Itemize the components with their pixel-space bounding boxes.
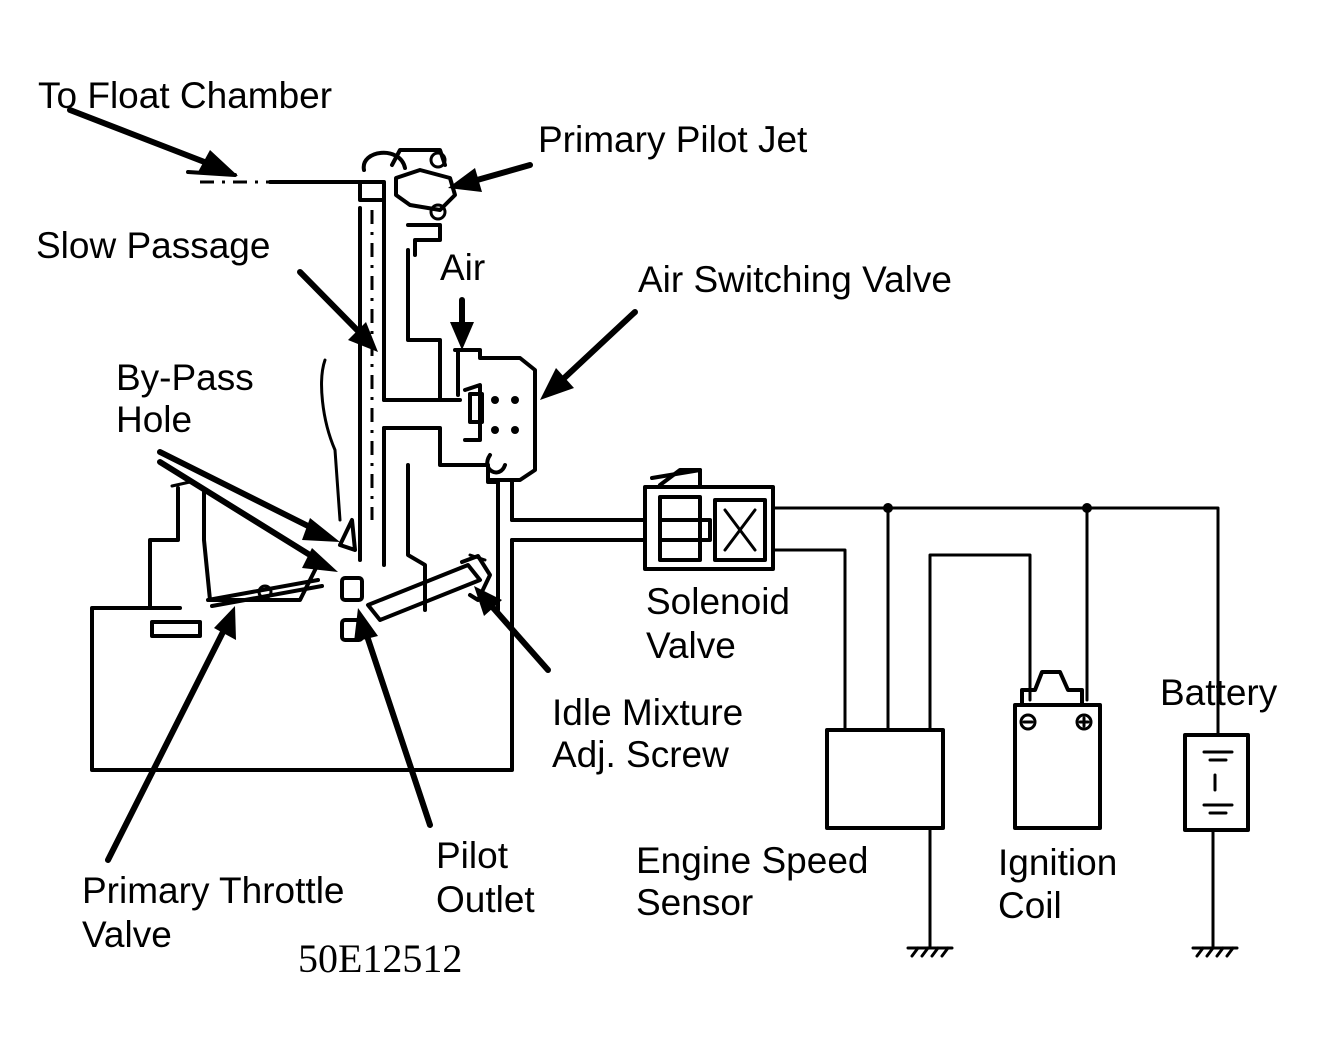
primary-pilot-jet — [358, 148, 457, 257]
label-air: Air — [440, 247, 485, 288]
arrow-bypass-hole-lower — [157, 459, 338, 572]
label-primary-throttle-valve-line1: Primary Throttle — [82, 870, 345, 911]
label-idle-mixture-screw: Idle Mixture Adj. Screw — [552, 692, 743, 775]
arrow-pilot-outlet — [354, 608, 433, 828]
label-air-switching-valve: Air Switching Valve — [638, 259, 952, 300]
arrow-to-float-chamber — [67, 107, 238, 176]
label-to-float-chamber-text: To Float Chamber — [38, 75, 332, 116]
label-solenoid-valve: Solenoid Valve — [646, 581, 790, 666]
solenoid-valve — [510, 468, 775, 571]
label-slow-passage: Slow Passage — [36, 225, 270, 266]
arrow-idle-mixture-screw — [474, 586, 551, 673]
label-pilot-outlet: Pilot Outlet — [436, 835, 535, 920]
figure-code: 50E12512 — [298, 936, 462, 981]
ignition-coil — [1013, 670, 1102, 830]
label-engine-speed-sensor-line2: Sensor — [636, 882, 753, 923]
label-primary-pilot-jet-text: Primary Pilot Jet — [538, 119, 808, 160]
label-battery-text: Battery — [1160, 672, 1278, 713]
arrow-air-switching-valve — [540, 309, 638, 400]
label-to-float-chamber: To Float Chamber — [38, 75, 332, 116]
label-engine-speed-sensor-line1: Engine Speed — [636, 840, 868, 881]
label-idle-mixture-line1: Idle Mixture — [552, 692, 743, 733]
label-engine-speed-sensor: Engine Speed Sensor — [636, 840, 868, 923]
label-bypass-hole-line2: Hole — [116, 399, 192, 440]
arrow-slow-passage — [297, 269, 378, 352]
label-primary-throttle-valve: Primary Throttle Valve — [82, 870, 345, 955]
label-air-text: Air — [440, 247, 485, 288]
label-bypass-hole-line1: By-Pass — [116, 357, 254, 398]
label-ignition-coil: Ignition Coil — [998, 842, 1117, 926]
ground-symbol-battery — [1191, 946, 1239, 958]
figure-code-text: 50E12512 — [298, 936, 462, 981]
engine-speed-sensor — [825, 728, 945, 830]
label-pilot-outlet-line1: Pilot — [436, 835, 509, 876]
arrow-bypass-hole-upper — [157, 449, 340, 542]
wiring — [771, 503, 1220, 950]
label-bypass-hole: By-Pass Hole — [116, 357, 254, 440]
arrow-primary-pilot-jet — [448, 162, 533, 192]
ground-symbol-sensor — [906, 946, 954, 958]
label-slow-passage-text: Slow Passage — [36, 225, 270, 266]
battery — [1183, 723, 1250, 832]
label-ignition-coil-line2: Coil — [998, 885, 1062, 926]
label-ignition-coil-line1: Ignition — [998, 842, 1117, 883]
arrow-primary-throttle-valve — [105, 606, 236, 863]
label-battery: Battery — [1160, 672, 1278, 713]
label-solenoid-valve-line2: Valve — [646, 625, 736, 666]
label-solenoid-valve-line1: Solenoid — [646, 581, 790, 622]
label-idle-mixture-line2: Adj. Screw — [552, 734, 729, 775]
label-primary-throttle-valve-line2: Valve — [82, 914, 172, 955]
label-primary-pilot-jet: Primary Pilot Jet — [538, 119, 808, 160]
arrow-air — [450, 297, 474, 350]
label-pilot-outlet-line2: Outlet — [436, 879, 535, 920]
air-switching-valve — [453, 348, 537, 482]
label-air-switching-valve-text: Air Switching Valve — [638, 259, 952, 300]
carburetor-body — [90, 198, 514, 772]
